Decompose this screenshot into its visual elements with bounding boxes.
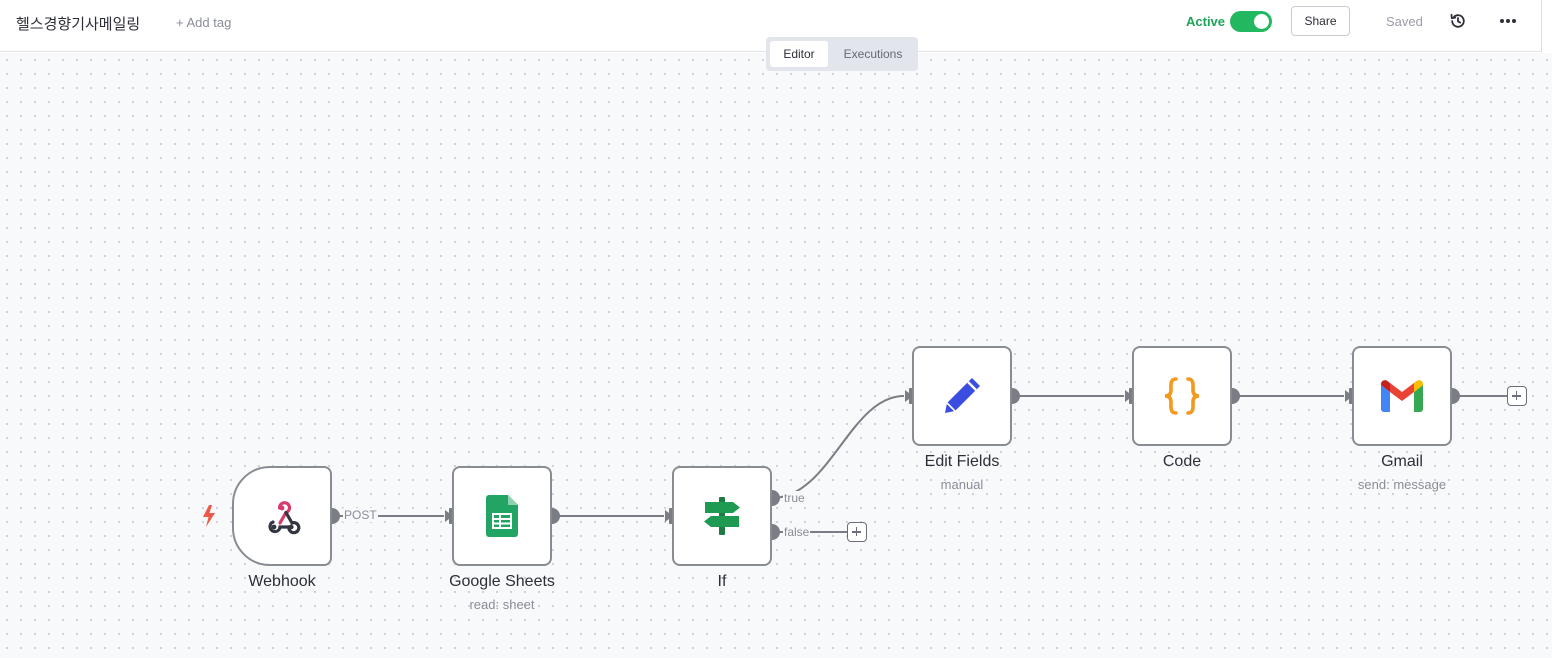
node-google-sheets[interactable] [452,466,552,566]
share-button[interactable]: Share [1291,6,1350,36]
history-icon[interactable] [1449,12,1467,30]
signpost-icon [704,497,740,535]
node-edit-fields[interactable] [912,346,1012,446]
node-title-code: Code [1162,453,1202,470]
add-node-button-false[interactable] [847,522,867,542]
active-label: Active [1186,14,1226,29]
add-tag-button[interactable]: + Add tag [176,15,232,30]
node-code[interactable] [1132,346,1232,446]
node-if[interactable] [672,466,772,566]
node-title-google-sheets: Google Sheets [449,573,555,590]
workflow-canvas[interactable] [0,53,1552,658]
node-title-if: If [717,573,727,590]
node-gmail[interactable] [1352,346,1452,446]
node-webhook[interactable] [232,466,332,566]
node-title-edit-fields: Edit Fields [924,453,1000,470]
active-toggle[interactable] [1230,11,1272,32]
panel-divider [1541,0,1542,52]
node-subtitle-gmail: send: message [1357,477,1447,492]
webhook-icon [268,501,301,535]
view-switch: Editor Executions [766,37,918,71]
edge-label-false: false [783,525,811,539]
edge-label-true: true [783,491,806,505]
trigger-bolt-icon [203,505,215,527]
saved-status: Saved [1386,14,1423,29]
tab-editor[interactable]: Editor [770,41,828,67]
code-braces-icon [1164,377,1200,415]
node-title-gmail: Gmail [1381,453,1423,470]
more-options-icon[interactable] [1498,12,1518,30]
edge-label-post: POST [343,508,378,522]
tab-executions[interactable]: Executions [843,47,903,61]
gmail-icon [1381,380,1423,412]
node-subtitle-edit-fields: manual [940,477,984,492]
add-node-button-end[interactable] [1507,386,1527,406]
google-sheets-icon [486,495,518,537]
node-subtitle-google-sheets: read: sheet [469,597,535,612]
workflow-name[interactable]: 헬스경향기사메일링 [16,16,141,33]
pencil-icon [945,378,980,413]
toggle-knob [1254,14,1269,29]
node-title-webhook: Webhook [248,573,316,590]
